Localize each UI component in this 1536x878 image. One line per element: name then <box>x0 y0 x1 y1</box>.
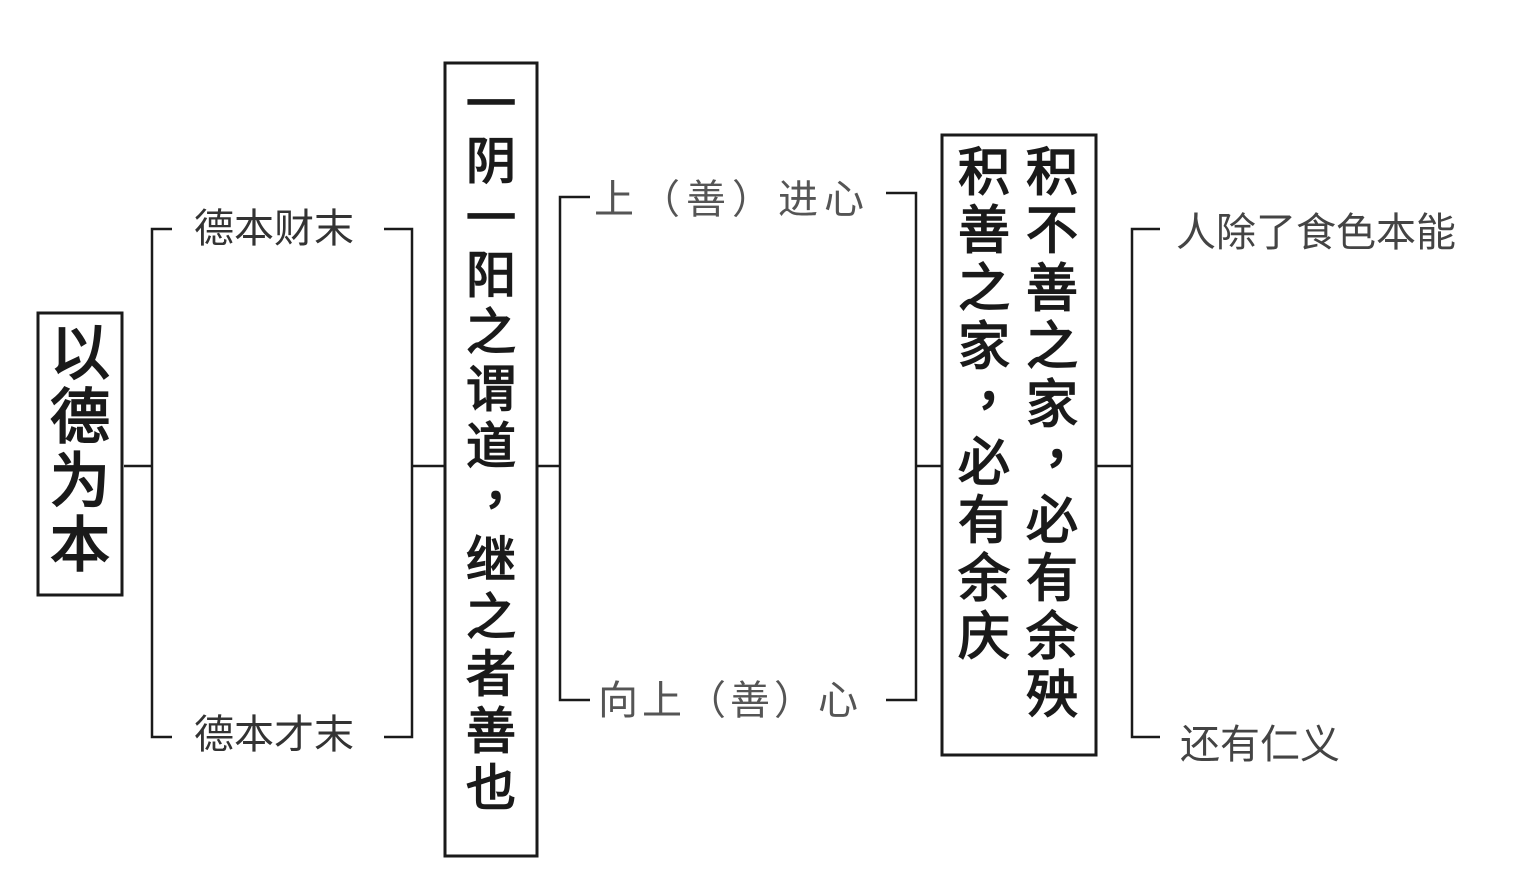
vertical-glyph: 继 <box>466 531 516 590</box>
vertical-glyph: 善 <box>466 702 516 761</box>
root-box <box>36 311 124 597</box>
vertical-glyph: 之 <box>466 303 516 362</box>
bracket-c <box>1130 227 1160 739</box>
vertical-glyph: 必 <box>1026 490 1078 551</box>
vertical-glyph: 者 <box>466 645 516 704</box>
branch-b-bottom-label: 向上（善）心 <box>598 678 862 724</box>
vertical-glyph: 有 <box>1026 548 1078 609</box>
vertical-glyph: 之 <box>958 258 1010 319</box>
branch-c-top-label: 人除了食色本能 <box>1176 210 1456 256</box>
vertical-glyph: 之 <box>1026 316 1078 377</box>
bracket-b-left <box>558 195 590 702</box>
box-three <box>940 133 1098 757</box>
bracket-a-right <box>384 227 414 739</box>
vertical-glyph: 不 <box>1026 200 1078 261</box>
vertical-glyph: 殃 <box>1026 664 1078 725</box>
vertical-glyph: 谓 <box>466 360 516 419</box>
bracket-b-right <box>886 191 918 702</box>
vertical-glyph: 余 <box>1025 606 1079 667</box>
vertical-glyph: 家 <box>1026 374 1078 435</box>
vertical-glyph: 阳 <box>466 246 516 305</box>
vertical-glyph: ， <box>484 456 534 515</box>
vertical-glyph: 阴 <box>466 132 516 191</box>
vertical-glyph: 庆 <box>958 606 1010 667</box>
vertical-glyph: ， <box>1044 414 1096 475</box>
vertical-glyph: 善 <box>958 200 1010 261</box>
vertical-glyph: 德 <box>50 383 110 453</box>
branch-a-bottom-label: 德本才末 <box>194 712 354 758</box>
vertical-glyph: 积 <box>958 142 1010 203</box>
vertical-glyph: ， <box>976 356 1028 417</box>
box-two <box>443 61 539 858</box>
branch-c-bottom-label: 还有仁义 <box>1180 722 1340 768</box>
vertical-glyph: 本 <box>50 511 110 581</box>
branch-b-top-label: 上（善）进心 <box>594 177 870 223</box>
vertical-glyph: 有 <box>958 490 1010 551</box>
vertical-glyph: 一 <box>466 75 516 134</box>
branch-a-top-label: 德本财末 <box>194 206 354 252</box>
bracket-a-left <box>150 227 172 739</box>
vertical-glyph: 一 <box>466 189 516 248</box>
vertical-glyph: 之 <box>466 588 516 647</box>
vertical-glyph: 也 <box>466 759 516 818</box>
vertical-glyph: 善 <box>1026 258 1078 319</box>
vertical-glyph: 以 <box>50 319 110 389</box>
vertical-glyph: 积 <box>1026 142 1078 203</box>
vertical-glyph: 道 <box>466 417 516 476</box>
vertical-glyph: 为 <box>50 447 110 517</box>
vertical-glyph: 家 <box>958 316 1010 377</box>
vertical-glyph: 余 <box>957 548 1011 609</box>
vertical-glyph: 必 <box>958 432 1010 493</box>
